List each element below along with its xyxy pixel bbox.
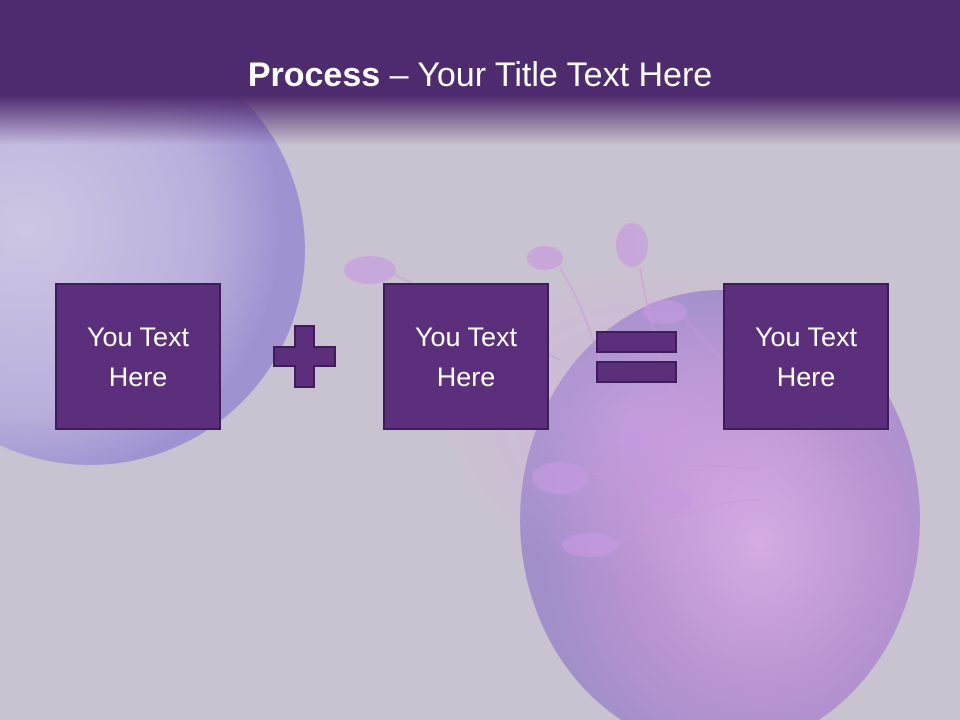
title-rest: – Your Title Text Here [380,56,713,94]
process-box-2-text: You Text Here [414,321,518,392]
title-bold: Process [247,56,381,94]
process-box-1-text: You Text Here [86,321,190,392]
slide-title: Process – Your Title Text Here [0,50,960,100]
process-box-3-text: You Text Here [754,321,858,392]
header-bar [0,0,960,145]
plus-icon [273,325,336,388]
process-box-3: You Text Here [723,283,889,430]
process-box-2: You Text Here [383,283,549,430]
equals-icon [596,331,677,383]
process-box-1: You Text Here [55,283,221,430]
